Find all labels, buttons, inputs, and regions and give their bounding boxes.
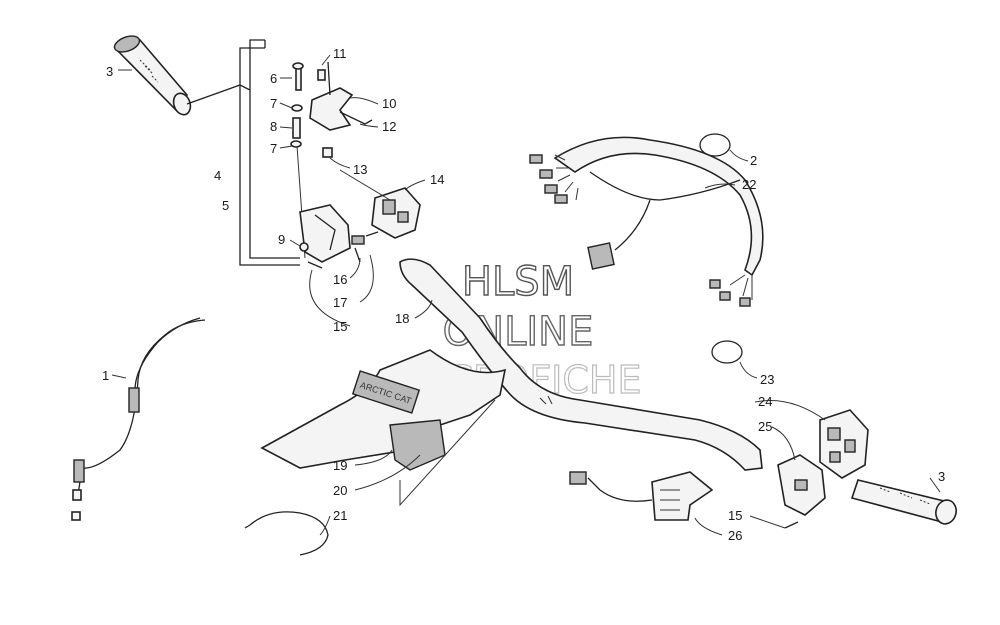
callout-5: 5 — [222, 198, 229, 213]
callout-3-left-grip: 3 — [106, 64, 113, 79]
callout-labels: 3 6 11 7 10 8 12 7 13 4 14 5 9 16 17 15 … — [102, 46, 945, 543]
bracket-lines — [239, 39, 300, 266]
throttle-hardware — [290, 61, 373, 259]
callout-1: 1 — [102, 368, 109, 383]
callout-7-lower: 7 — [270, 141, 277, 156]
callout-14: 14 — [430, 172, 444, 187]
throttle-cable — [71, 317, 206, 521]
wiring-harness — [529, 136, 764, 307]
handlebar-pad: ARCTIC CAT — [260, 349, 507, 507]
callout-10: 10 — [382, 96, 396, 111]
callout-6: 6 — [270, 71, 277, 86]
callout-18: 18 — [395, 311, 409, 326]
callout-9: 9 — [278, 232, 285, 247]
callout-19: 19 — [333, 458, 347, 473]
callout-12: 12 — [382, 119, 396, 134]
callout-2: 2 — [750, 153, 757, 168]
callout-16: 16 — [333, 272, 347, 287]
callout-17: 17 — [333, 295, 347, 310]
ring-clips — [699, 133, 743, 364]
handlebar — [399, 258, 763, 471]
callout-8: 8 — [270, 119, 277, 134]
callout-7-upper: 7 — [270, 96, 277, 111]
retaining-clip — [244, 511, 329, 556]
callout-15-right: 15 — [728, 508, 742, 523]
watermark-line-1: HLSM — [462, 259, 574, 305]
callout-15-left: 15 — [333, 319, 347, 334]
left-switch-housing — [299, 169, 421, 263]
left-screws — [307, 231, 379, 269]
callout-11: 11 — [333, 46, 347, 61]
leader-lines — [111, 54, 941, 536]
callout-23: 23 — [760, 372, 774, 387]
callout-22: 22 — [742, 177, 756, 192]
callout-24: 24 — [758, 394, 772, 409]
callout-20: 20 — [333, 483, 347, 498]
grip-heater — [569, 471, 799, 529]
callout-21: 21 — [333, 508, 347, 523]
callout-25: 25 — [758, 419, 772, 434]
left-hand-grip — [113, 35, 251, 116]
callout-3-right-grip: 3 — [938, 469, 945, 484]
callout-13: 13 — [353, 162, 367, 177]
callout-4: 4 — [214, 168, 221, 183]
callout-26: 26 — [728, 528, 742, 543]
right-switch-housing — [777, 409, 869, 516]
right-hand-grip — [850, 479, 957, 525]
